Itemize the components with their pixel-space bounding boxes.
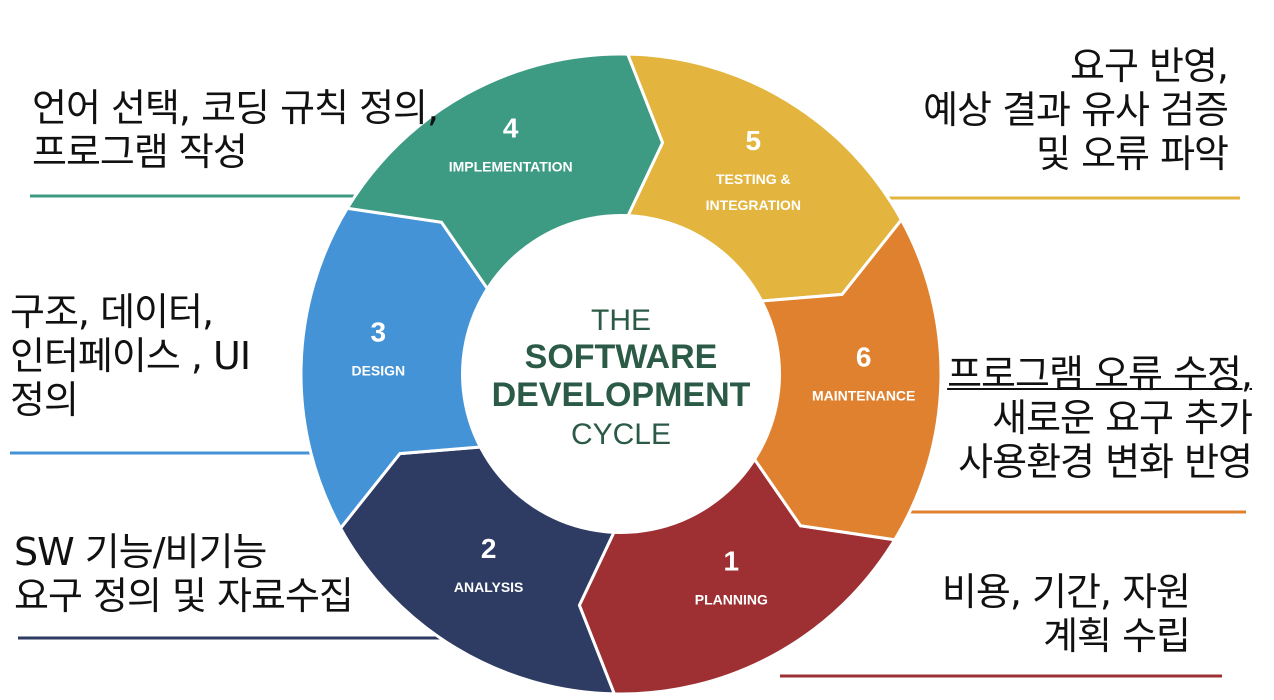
stage-number-6: 6 (856, 342, 872, 373)
stage-label-5: TESTING & (716, 171, 791, 187)
stage-label-1: PLANNING (695, 592, 768, 608)
annotation-implementation-line-2: 프로그램 작성 (32, 130, 248, 174)
annotation-maintenance: 프로그램 오류 수정, 새로운 요구 추가 사용환경 변화 반영 (947, 352, 1253, 484)
annotation-planning-line-2: 계획 수립 (1043, 614, 1191, 658)
annotation-testing-line-2: 예상 결과 유사 검증 (923, 88, 1229, 132)
stage-number-2: 2 (481, 533, 497, 564)
annotation-testing-line-3: 및 오류 파악 (1036, 132, 1229, 176)
annotation-planning: 비용, 기간, 자원 계획 수립 (941, 570, 1191, 658)
annotation-analysis: SW 기능/비기능 요구 정의 및 자료수집 (14, 530, 354, 618)
annotation-analysis-line-2: 요구 정의 및 자료수집 (14, 574, 354, 618)
annotation-analysis-line-1: SW 기능/비기능 (14, 530, 267, 574)
annotation-testing: 요구 반영, 예상 결과 유사 검증 및 오류 파악 (923, 44, 1229, 176)
annotation-maintenance-line-1: 프로그램 오류 수정, (947, 352, 1253, 396)
center-hub (461, 214, 781, 534)
center-line-3: DEVELOPMENT (492, 376, 751, 414)
annotation-maintenance-line-2: 새로운 요구 추가 (992, 396, 1253, 440)
stage-label-3: DESIGN (351, 362, 405, 378)
annotation-design-line-1: 구조, 데이터, (10, 290, 214, 334)
stage-label-2: ANALYSIS (454, 579, 524, 595)
annotation-design-line-2: 인터페이스 , UI (10, 334, 251, 378)
stage-number-4: 4 (503, 112, 519, 143)
stage-number-1: 1 (724, 546, 740, 577)
annotation-planning-line-1: 비용, 기간, 자원 (941, 570, 1191, 614)
annotation-implementation: 언어 선택, 코딩 규칙 정의, 프로그램 작성 (32, 86, 439, 174)
annotation-design: 구조, 데이터, 인터페이스 , UI 정의 (10, 290, 251, 422)
stage-number-5: 5 (746, 125, 762, 156)
center-line-2: SOFTWARE (525, 338, 718, 376)
stage-label-4: IMPLEMENTATION (449, 158, 573, 174)
annotation-testing-line-1: 요구 반영, (1070, 44, 1229, 88)
annotation-design-line-3: 정의 (10, 378, 79, 422)
annotation-implementation-line-1: 언어 선택, 코딩 규칙 정의, (32, 86, 439, 130)
center-line-4: CYCLE (571, 418, 671, 451)
annotation-maintenance-line-3: 사용환경 변화 반영 (958, 440, 1253, 484)
center-line-1: THE (591, 304, 651, 337)
stage-label2-5: INTEGRATION (706, 197, 801, 213)
stage-label-6: MAINTENANCE (812, 388, 915, 404)
stage-number-3: 3 (371, 316, 387, 347)
